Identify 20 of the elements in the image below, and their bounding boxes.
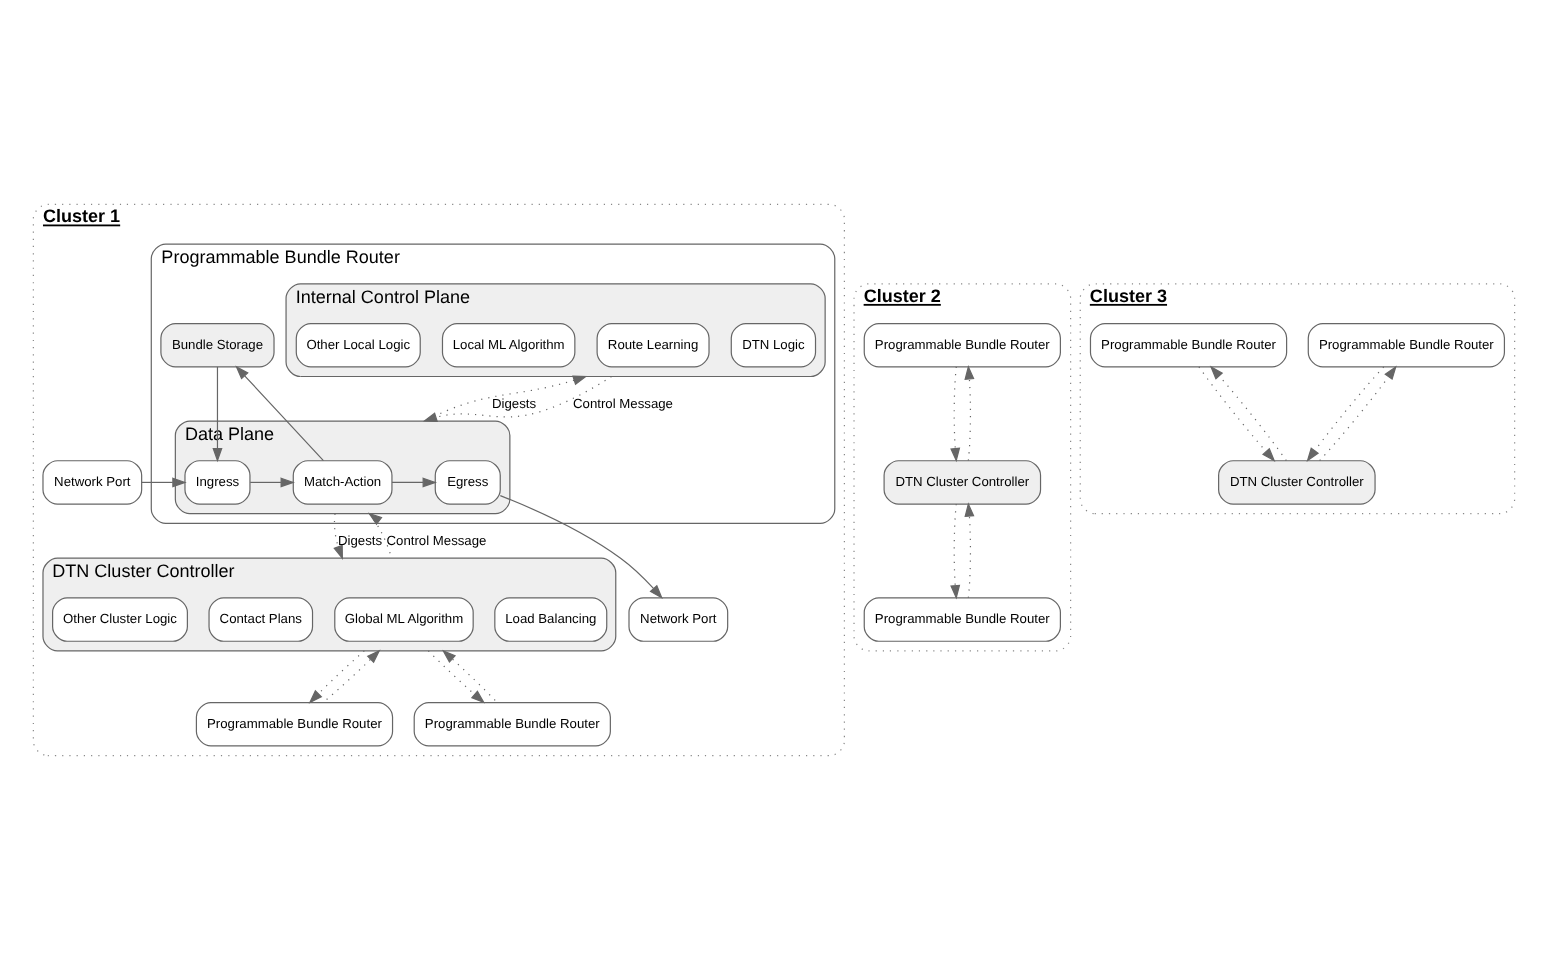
arrow — [321, 648, 380, 702]
arrow — [211, 365, 222, 462]
arrow — [234, 364, 324, 461]
arrow — [366, 511, 392, 558]
arrow — [1318, 364, 1396, 461]
arrow — [498, 494, 662, 598]
arrow — [390, 476, 436, 487]
arrow — [949, 502, 960, 599]
arrow — [963, 364, 974, 461]
arrow — [963, 501, 974, 598]
arrow — [332, 512, 342, 559]
arrow — [1197, 365, 1275, 461]
arrow — [248, 476, 294, 487]
arrow — [307, 649, 364, 703]
arrow — [949, 365, 960, 462]
arrow — [426, 649, 485, 703]
arrow — [1208, 364, 1286, 461]
arrow — [140, 476, 186, 487]
arrow — [1305, 365, 1384, 461]
arrow — [440, 648, 497, 702]
